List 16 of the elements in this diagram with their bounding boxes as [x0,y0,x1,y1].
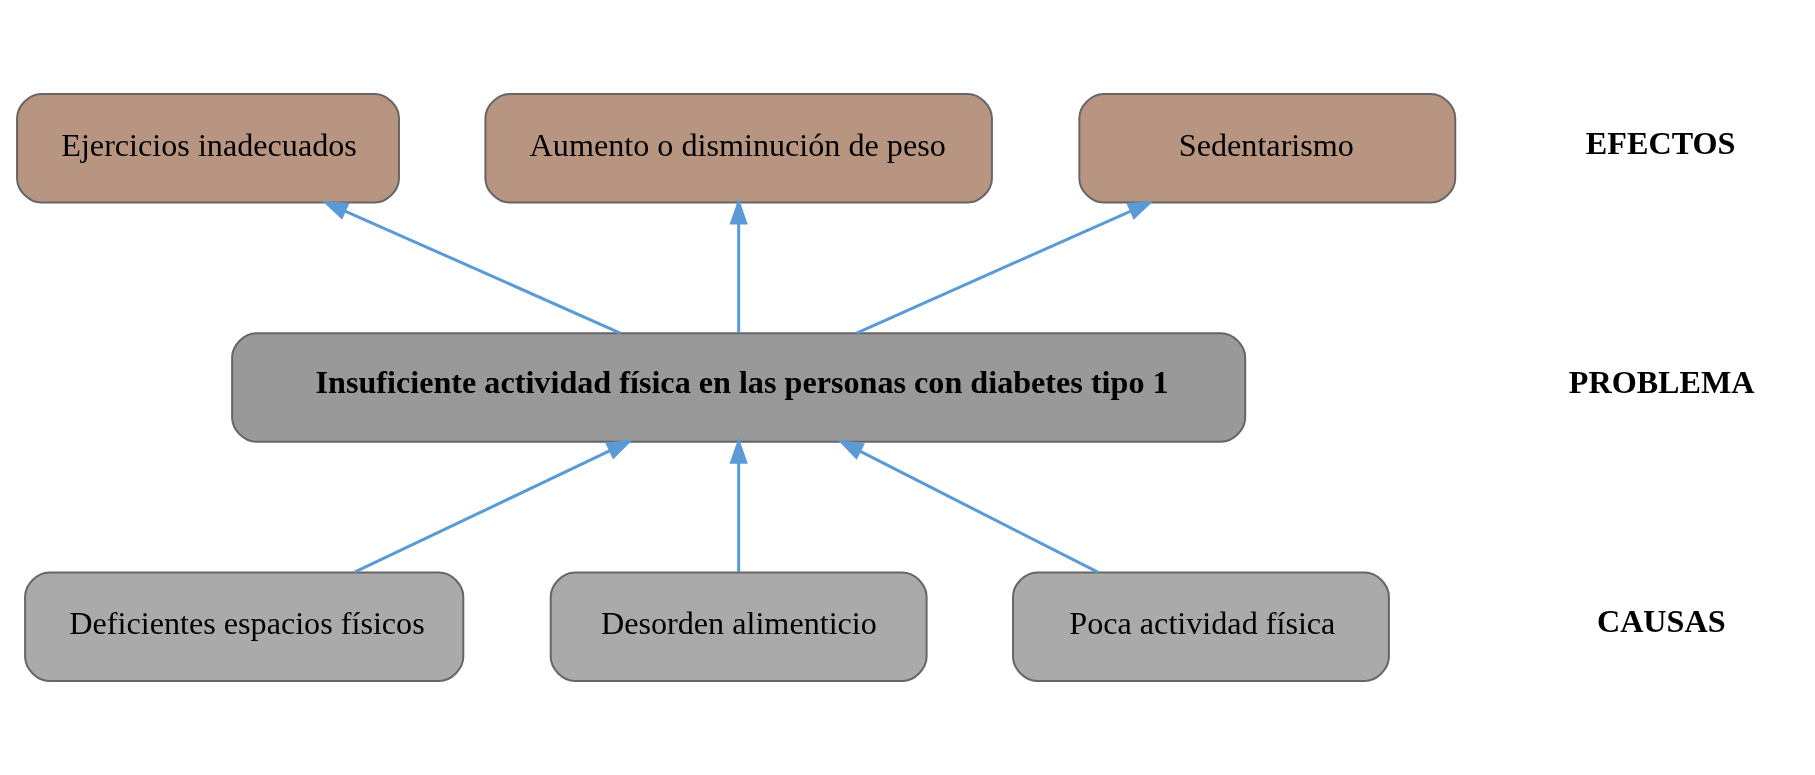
label: PROBLEMA [1568,364,1755,401]
node-box: Ejercicios inadecuados [16,93,400,204]
label: CAUSAS [1596,603,1726,640]
arrow [321,200,621,335]
arrow [856,200,1154,335]
node-box: Insuficiente actividad física en las personas con diabetes tipo 1 [231,332,1247,443]
node-box: Poca actividad física [1012,571,1390,682]
node-box: Desorden alimenticio [549,571,928,682]
arrow [729,198,748,333]
node-box: Sedentarismo [1078,93,1457,204]
label: EFECTOS [1585,124,1736,161]
node-box: Deficientes espacios físicos [24,571,465,682]
arrow [353,439,633,574]
node-box: Aumento o disminución de peso [484,93,993,204]
arrow [729,437,748,572]
arrow [837,439,1099,574]
